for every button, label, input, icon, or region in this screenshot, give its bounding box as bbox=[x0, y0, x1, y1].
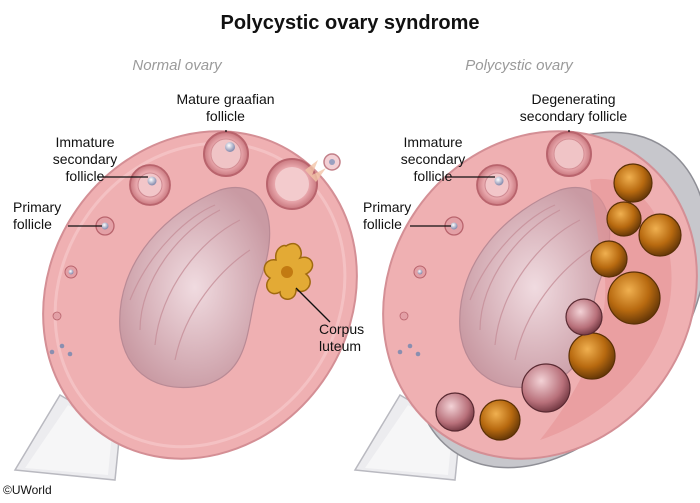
primordial-follicle bbox=[59, 343, 65, 349]
primordial-follicle bbox=[397, 349, 403, 355]
cyst bbox=[479, 399, 521, 441]
primordial-follicle bbox=[49, 349, 55, 355]
cyst bbox=[590, 240, 628, 278]
label-normal-primary-follicle: Primary follicle bbox=[13, 199, 62, 232]
primordial-follicle bbox=[67, 351, 73, 357]
normal-ovary bbox=[13, 130, 358, 481]
page-title: Polycystic ovary syndrome bbox=[220, 12, 480, 34]
label-degenerating-follicle: Degenerating secondary follicle bbox=[519, 91, 628, 124]
primordial-follicle bbox=[407, 343, 413, 349]
label-mature-graafian-follicle: Mature graafian follicle bbox=[176, 91, 275, 124]
label-corpus-luteum: Corpus luteum bbox=[319, 321, 365, 354]
label-polycystic-immature-follicle: Immature secondary follicle bbox=[400, 134, 466, 184]
normal-medulla bbox=[119, 187, 271, 389]
primordial-follicle bbox=[415, 351, 421, 357]
normal-ovary-subtitle: Normal ovary bbox=[132, 57, 222, 74]
cyst bbox=[435, 392, 475, 432]
cyst bbox=[638, 213, 682, 257]
cyst bbox=[606, 201, 642, 237]
cyst bbox=[607, 271, 661, 325]
cyst bbox=[568, 332, 616, 380]
copyright-credit: ©UWorld bbox=[3, 483, 52, 497]
polycystic-ovary-subtitle: Polycystic ovary bbox=[465, 57, 573, 74]
primordial-follicle bbox=[399, 311, 409, 321]
label-polycystic-primary-follicle: Primary follicle bbox=[363, 199, 412, 232]
cyst bbox=[613, 163, 653, 203]
primordial-follicle bbox=[52, 311, 62, 321]
label-normal-immature-follicle: Immature secondary follicle bbox=[52, 134, 118, 184]
cyst bbox=[565, 298, 603, 336]
cyst bbox=[521, 363, 571, 413]
polycystic-ovary bbox=[353, 130, 700, 481]
